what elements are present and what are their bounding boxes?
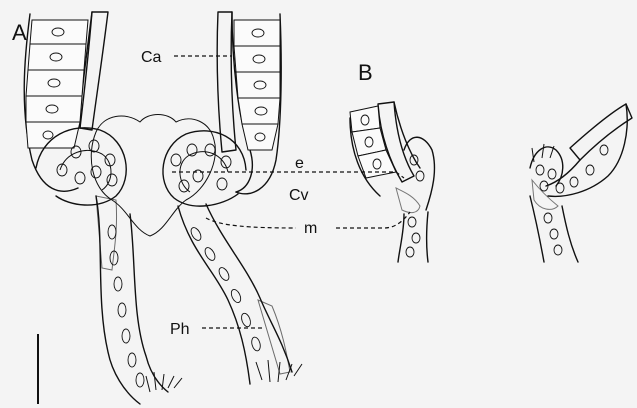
left-tube-cells (108, 225, 144, 387)
label-e: e (295, 155, 304, 172)
b2-wall-cells (556, 145, 608, 193)
panel-b-drawing (350, 102, 632, 262)
right-wall-cells (234, 20, 280, 150)
panel-label-a: A (12, 20, 27, 45)
b1-tube-cells (406, 155, 424, 257)
label-cv: Cv (289, 187, 309, 204)
label-m: m (304, 220, 317, 237)
b2-tube-cells (544, 213, 562, 255)
cuticular-vesicle (91, 115, 215, 237)
b1-wall-cells (350, 106, 396, 178)
label-ca: Ca (141, 49, 162, 66)
left-wall-cells (26, 20, 88, 148)
panel-label-b: B (358, 60, 373, 85)
label-ph: Ph (170, 321, 190, 338)
panel-a-drawing (24, 12, 302, 404)
right-tube-cells (189, 226, 262, 352)
b2-cluster-cells (536, 165, 556, 191)
